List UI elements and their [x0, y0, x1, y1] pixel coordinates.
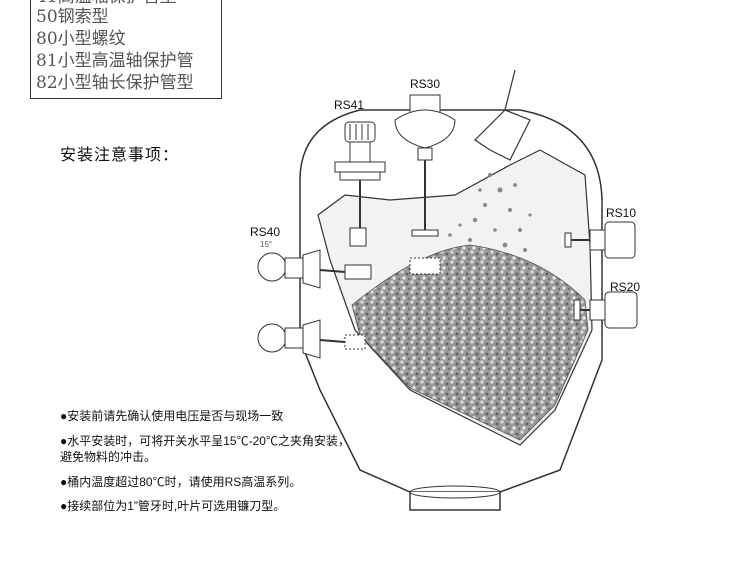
- inlet-arrow: [474, 69, 531, 161]
- notes-title: 安装注意事项：: [60, 145, 180, 164]
- angle-label: 15°: [260, 240, 273, 249]
- rs41-sensor: [334, 121, 386, 247]
- note-item: ●接续部位为1”管牙时,叶片可选用镰刀型。: [60, 499, 286, 513]
- falling-material: [448, 173, 532, 252]
- model-item: 82小型轴长保护管型: [36, 73, 194, 93]
- rs30-sensor: [394, 94, 456, 275]
- rs40-sensor-lower: [257, 319, 366, 359]
- rs40-label: RS40: [250, 225, 281, 239]
- rs41-label: RS41: [334, 98, 365, 112]
- model-item: 50钢索型: [36, 7, 109, 27]
- rs40-sensor-upper: [257, 249, 372, 289]
- silo-bottom-rim: [409, 485, 501, 499]
- rs30-label: RS30: [410, 77, 441, 91]
- rs10-label: RS10: [606, 206, 637, 220]
- note-item: ●桶内温度超过80℃时，请使用RS高温系列。: [60, 475, 302, 489]
- rs20-label: RS20: [610, 280, 641, 294]
- rs20-sensor: [573, 291, 638, 329]
- note-item: ●安装前请先确认使用电压是否与现场一致: [60, 409, 284, 423]
- silo-outlet: [409, 492, 501, 511]
- model-list-box: 41高温轴保护管型 50钢索型 80小型螺纹 81小型高温轴保护管 82小型轴长…: [30, 0, 222, 99]
- note-item: ●水平安装时，可将开关水平呈15℃-20℃之夹角安装，避免物料的冲击。: [60, 434, 350, 464]
- model-item: 80小型螺纹: [36, 29, 126, 49]
- model-item: 81小型高温轴保护管: [36, 51, 194, 71]
- model-item: 41高温轴保护管型: [36, 0, 177, 8]
- rs10-sensor: [564, 221, 636, 259]
